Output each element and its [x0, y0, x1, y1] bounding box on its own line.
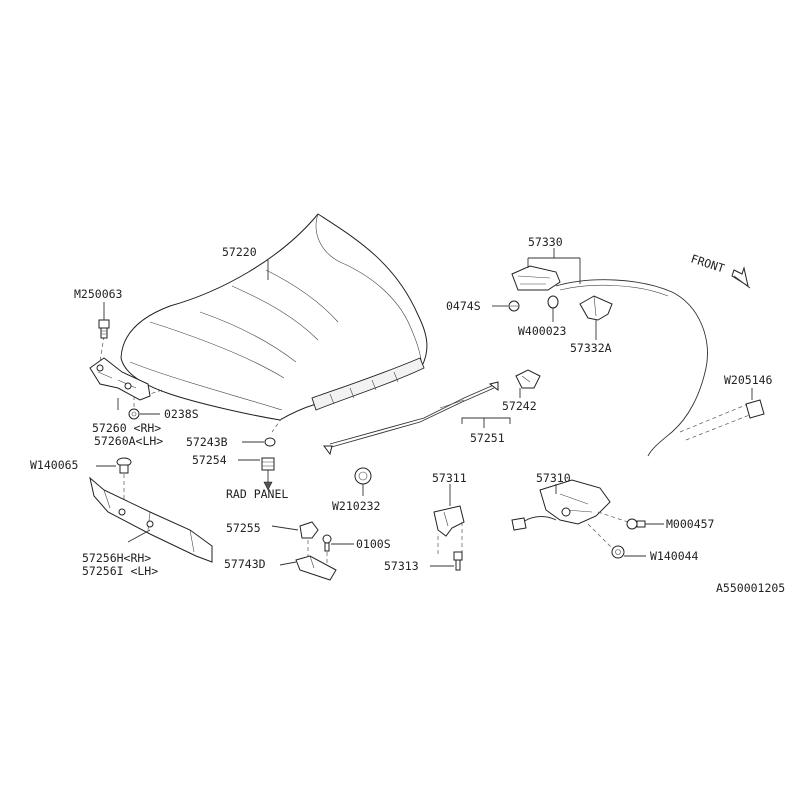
bolt-m250063 — [98, 319, 110, 339]
cover-57332a — [579, 295, 613, 321]
clip-w400023 — [547, 295, 559, 309]
label-front: FRONT — [689, 252, 726, 276]
label-57255: 57255 — [226, 521, 261, 535]
leader-lines — [96, 248, 753, 567]
label-57260a: 57260A<LH> — [94, 434, 163, 448]
label-w140065: W140065 — [30, 458, 78, 472]
seal-57256 — [89, 476, 213, 563]
release-handle-57330 — [511, 265, 561, 291]
striker-57311 — [433, 505, 465, 556]
label-diagram-code: A550001205 — [716, 581, 785, 595]
release-cable — [555, 279, 753, 457]
label-57743d: 57743D — [224, 557, 266, 571]
front-direction-arrow — [731, 266, 751, 289]
bolt-57313 — [453, 551, 463, 571]
label-0238s: 0238S — [164, 407, 199, 421]
screw-0100s — [322, 534, 332, 564]
label-57254: 57254 — [192, 453, 227, 467]
rod-holder-57242 — [515, 369, 541, 389]
hood-hinge — [89, 335, 151, 410]
hood-panel — [120, 213, 428, 433]
label-0100s: 0100S — [356, 537, 391, 551]
label-w140044: W140044 — [650, 549, 699, 563]
label-57251: 57251 — [470, 431, 505, 445]
label-w400023: W400023 — [518, 324, 567, 338]
label-57313: 57313 — [384, 559, 419, 573]
label-57330: 57330 — [528, 235, 563, 249]
label-57256i: 57256I <LH> — [82, 564, 158, 578]
clip-57243b — [264, 437, 276, 447]
label-m250063: M250063 — [74, 287, 123, 301]
label-57332a: 57332A — [570, 341, 612, 355]
bolt-m000457 — [626, 518, 646, 530]
nut-0238s — [128, 408, 140, 420]
bumper-57254 — [261, 457, 275, 491]
label-57242: 57242 — [502, 399, 537, 413]
label-w210232: W210232 — [332, 499, 380, 513]
label-57256h: 57256H<RH> — [82, 551, 151, 565]
part-labels: 57220 M250063 57260 <RH> 57260A<LH> 0238… — [30, 235, 785, 595]
bracket-57255 — [299, 521, 319, 556]
label-w205146: W205146 — [724, 373, 773, 387]
label-57260: 57260 <RH> — [92, 421, 161, 435]
label-m000457: M000457 — [666, 517, 715, 531]
label-57310: 57310 — [536, 471, 571, 485]
label-57311: 57311 — [432, 471, 467, 485]
hood-latch-57310 — [511, 479, 629, 549]
bracket-57743d — [295, 555, 337, 581]
grommet-w210232 — [354, 467, 372, 485]
label-0474s: 0474S — [446, 299, 481, 313]
label-rad-panel: RAD PANEL — [226, 487, 288, 501]
prop-rod-57251 — [323, 381, 499, 456]
nut-w140044 — [611, 545, 625, 559]
bolt-0474s — [508, 300, 520, 312]
label-57220: 57220 — [222, 245, 257, 259]
label-57243b: 57243B — [186, 435, 228, 449]
clip-w205146 — [745, 399, 765, 419]
